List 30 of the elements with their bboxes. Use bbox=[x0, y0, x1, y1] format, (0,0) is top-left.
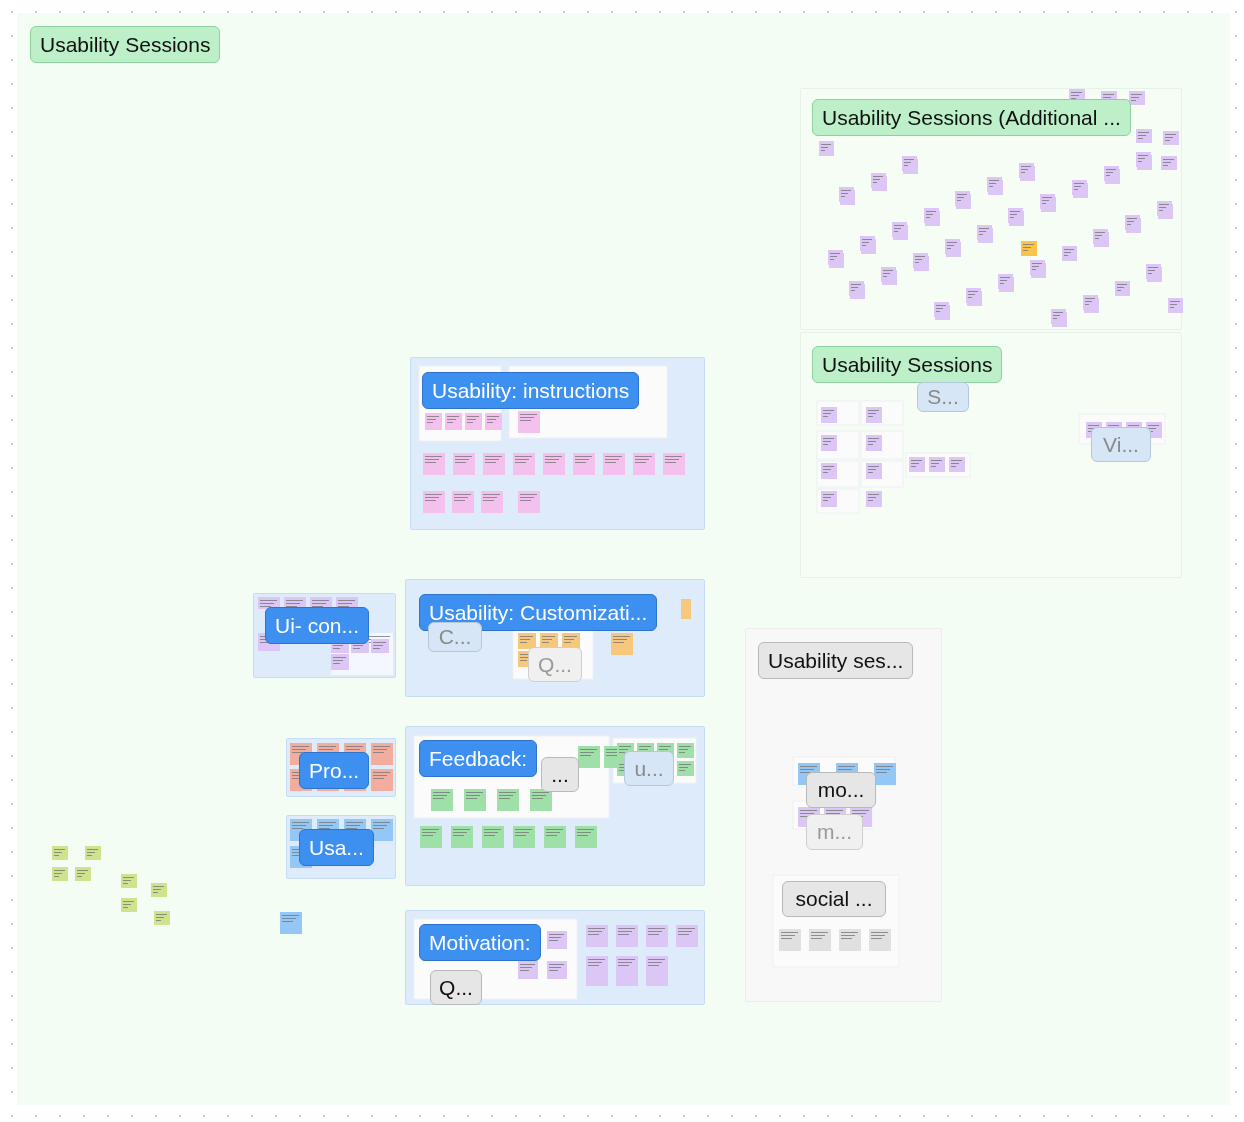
section-frame bbox=[17, 13, 1230, 1105]
section-frame bbox=[286, 815, 396, 879]
section-label: Usability Sessions bbox=[30, 26, 221, 63]
section-label: ... bbox=[541, 757, 579, 792]
section-label: m... bbox=[806, 814, 863, 850]
section-frame bbox=[800, 332, 1182, 578]
section-label: mo... bbox=[806, 772, 876, 808]
section-label: Vi... bbox=[1091, 427, 1151, 462]
section-frame bbox=[286, 738, 396, 797]
section-label: u... bbox=[624, 751, 674, 786]
section-label: Q... bbox=[430, 970, 482, 1005]
section-frame bbox=[405, 579, 705, 697]
section-label: Usa... bbox=[299, 829, 374, 866]
section-label: Usability Sessions (Additional ... bbox=[812, 99, 1131, 136]
section-frame bbox=[410, 357, 705, 530]
section-frame bbox=[405, 910, 705, 1005]
section-frame bbox=[745, 628, 942, 1002]
section-label: Motivation: bbox=[419, 924, 541, 961]
section-label: Q... bbox=[528, 647, 582, 682]
section-label: C... bbox=[428, 622, 482, 652]
section-label: social ... bbox=[782, 881, 886, 917]
section-label: Usability Sessions bbox=[812, 346, 1003, 383]
section-label: Ui- con... bbox=[265, 607, 370, 644]
section-label: S... bbox=[917, 382, 969, 412]
section-frame bbox=[405, 726, 705, 886]
section-label: Usability: Customizati... bbox=[419, 594, 658, 631]
section-label: Usability: instructions bbox=[422, 372, 640, 409]
section-label: Pro... bbox=[299, 752, 370, 789]
section-label: Feedback: bbox=[419, 740, 538, 777]
section-label: Usability ses... bbox=[758, 642, 914, 679]
